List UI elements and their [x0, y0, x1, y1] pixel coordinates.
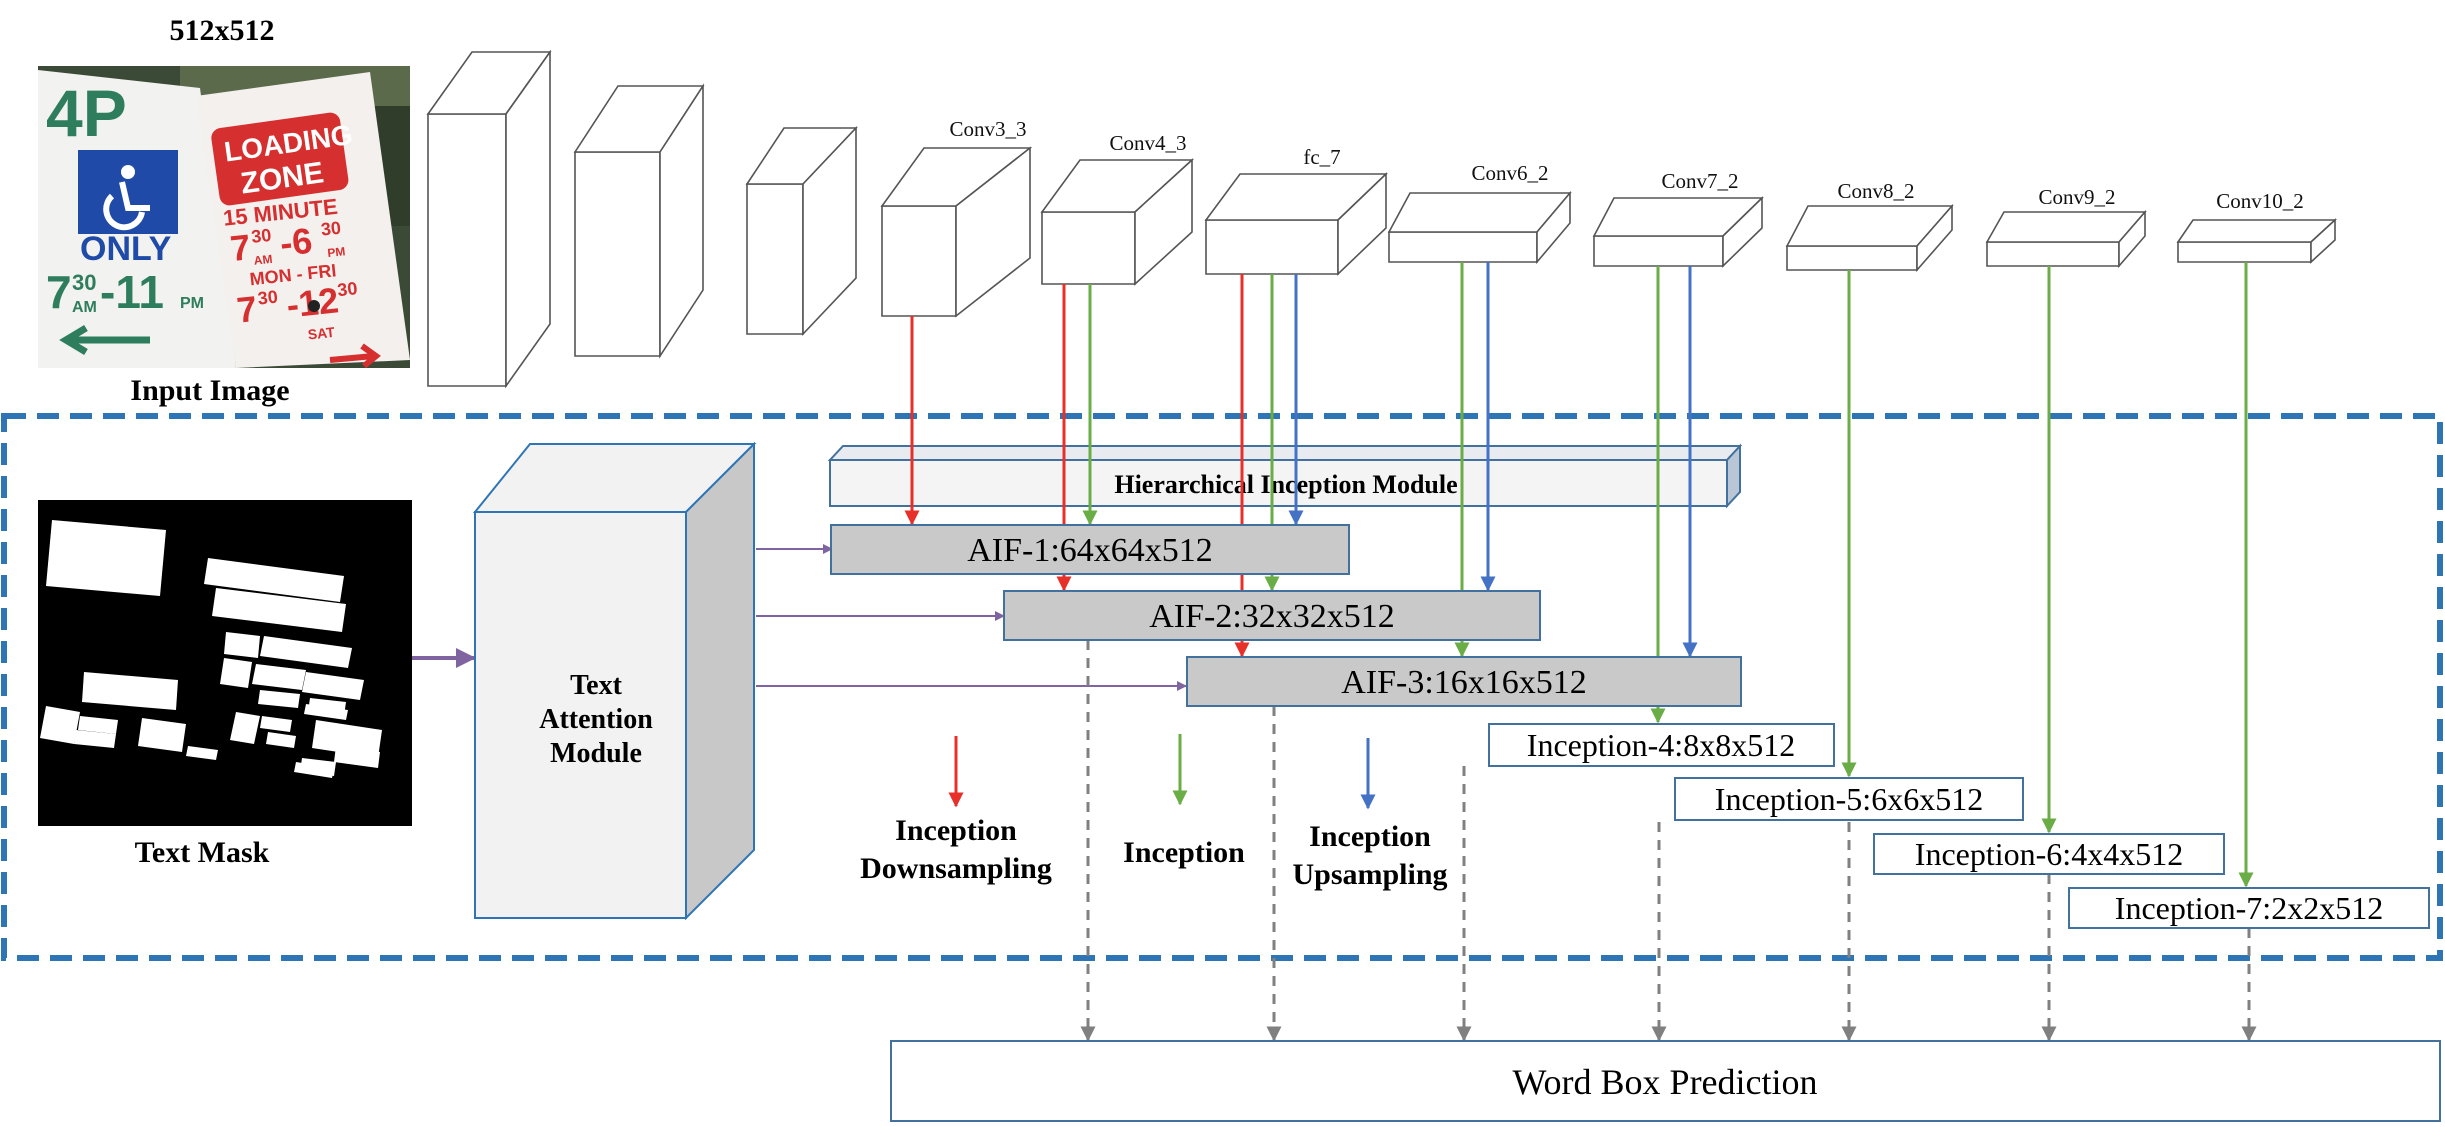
fc7-block — [1204, 172, 1388, 276]
attention-label-line1: Text — [570, 670, 623, 701]
word-box-prediction-label: Word Box Prediction — [1512, 1062, 1817, 1102]
svg-text:-6: -6 — [278, 220, 314, 264]
inception4-box — [1488, 723, 1835, 767]
aif2-box — [1003, 590, 1541, 641]
legend-upsampling-line2: Upsampling — [1292, 858, 1447, 891]
attention-label-line2: Attention — [539, 704, 653, 735]
attention-label-line3: Module — [550, 738, 642, 769]
conv8-2-block — [1785, 203, 1954, 273]
conv-block-1 — [426, 49, 552, 389]
him-title: Hierarchical Inception Module — [1114, 470, 1457, 499]
aif3-label: AIF-3:16x16x512 — [1341, 664, 1587, 701]
sign-left-time: 7 — [46, 266, 72, 318]
svg-text:30: 30 — [336, 278, 358, 300]
svg-text:AM: AM — [253, 252, 273, 268]
conv7-2-block — [1592, 196, 1764, 268]
svg-text:30: 30 — [320, 218, 342, 240]
legend-downsampling-line1: Inception — [895, 814, 1017, 847]
svg-text:30: 30 — [257, 287, 279, 309]
inception5-box — [1674, 777, 2024, 821]
svg-text:-11: -11 — [100, 266, 164, 318]
label-conv9-2: Conv9_2 — [2038, 185, 2115, 209]
aif1-label: AIF-1:64x64x512 — [967, 532, 1213, 569]
conv6-2-block — [1387, 190, 1572, 265]
label-fc7: fc_7 — [1303, 145, 1340, 169]
text-mask-caption: Text Mask — [135, 836, 270, 869]
inception6-label: Inception-6:4x4x512 — [1915, 836, 2183, 872]
legend-upsampling-line1: Inception — [1309, 820, 1431, 853]
conv3-3-block — [880, 146, 1033, 318]
svg-text:SAT: SAT — [307, 324, 336, 343]
backbone — [426, 49, 2338, 389]
aif1-box — [830, 524, 1350, 575]
conv-block-2 — [573, 83, 705, 359]
conv9-2-block — [1985, 209, 2147, 269]
sign-left-top: 4P — [46, 76, 127, 150]
inception6-box — [1873, 833, 2225, 875]
conv4-3-block — [1040, 158, 1195, 286]
label-conv3-3: Conv3_3 — [949, 117, 1026, 141]
word-box-prediction-box — [890, 1040, 2441, 1122]
inception7-label: Inception-7:2x2x512 — [2115, 890, 2383, 926]
inception7-box — [2068, 887, 2430, 929]
aif2-label: AIF-2:32x32x512 — [1149, 598, 1395, 635]
text-attention-module — [472, 441, 757, 921]
svg-text:PM: PM — [180, 295, 204, 312]
inception5-label: Inception-5:6x6x512 — [1715, 781, 1983, 817]
conv-block-3 — [745, 125, 858, 337]
label-conv4-3: Conv4_3 — [1109, 131, 1186, 155]
inception4-label: Inception-4:8x8x512 — [1527, 727, 1795, 763]
svg-text:AM: AM — [72, 299, 97, 316]
him-header-box — [827, 443, 1743, 509]
text-mask-image — [38, 500, 412, 826]
input-size-label: 512x512 — [170, 14, 275, 47]
input-image-caption: Input Image — [130, 374, 289, 407]
legend-inception-label: Inception — [1123, 836, 1245, 869]
label-conv8-2: Conv8_2 — [1837, 179, 1914, 203]
conv10-2-block — [2176, 218, 2338, 264]
aif3-box — [1186, 656, 1742, 707]
him-module-frame — [1, 413, 2443, 961]
label-conv10-2: Conv10_2 — [2216, 189, 2304, 213]
svg-text:7: 7 — [228, 226, 252, 269]
sign-left-only: ONLY — [80, 230, 172, 268]
label-conv6-2: Conv6_2 — [1471, 161, 1548, 185]
wheelchair-icon — [78, 150, 178, 234]
input-image: 4P ONLY 7 30 -11 AM PM LOADING ZONE 15 M… — [38, 66, 410, 369]
svg-text:30: 30 — [72, 270, 96, 295]
legend-downsampling-line2: Downsampling — [860, 852, 1052, 885]
svg-text:PM: PM — [327, 244, 346, 260]
legend: Inception Downsampling Inception Incepti… — [860, 734, 1448, 891]
label-conv7-2: Conv7_2 — [1661, 169, 1738, 193]
arrow-left-icon — [59, 324, 150, 356]
svg-text:30: 30 — [250, 225, 272, 247]
svg-text:7: 7 — [235, 288, 259, 331]
